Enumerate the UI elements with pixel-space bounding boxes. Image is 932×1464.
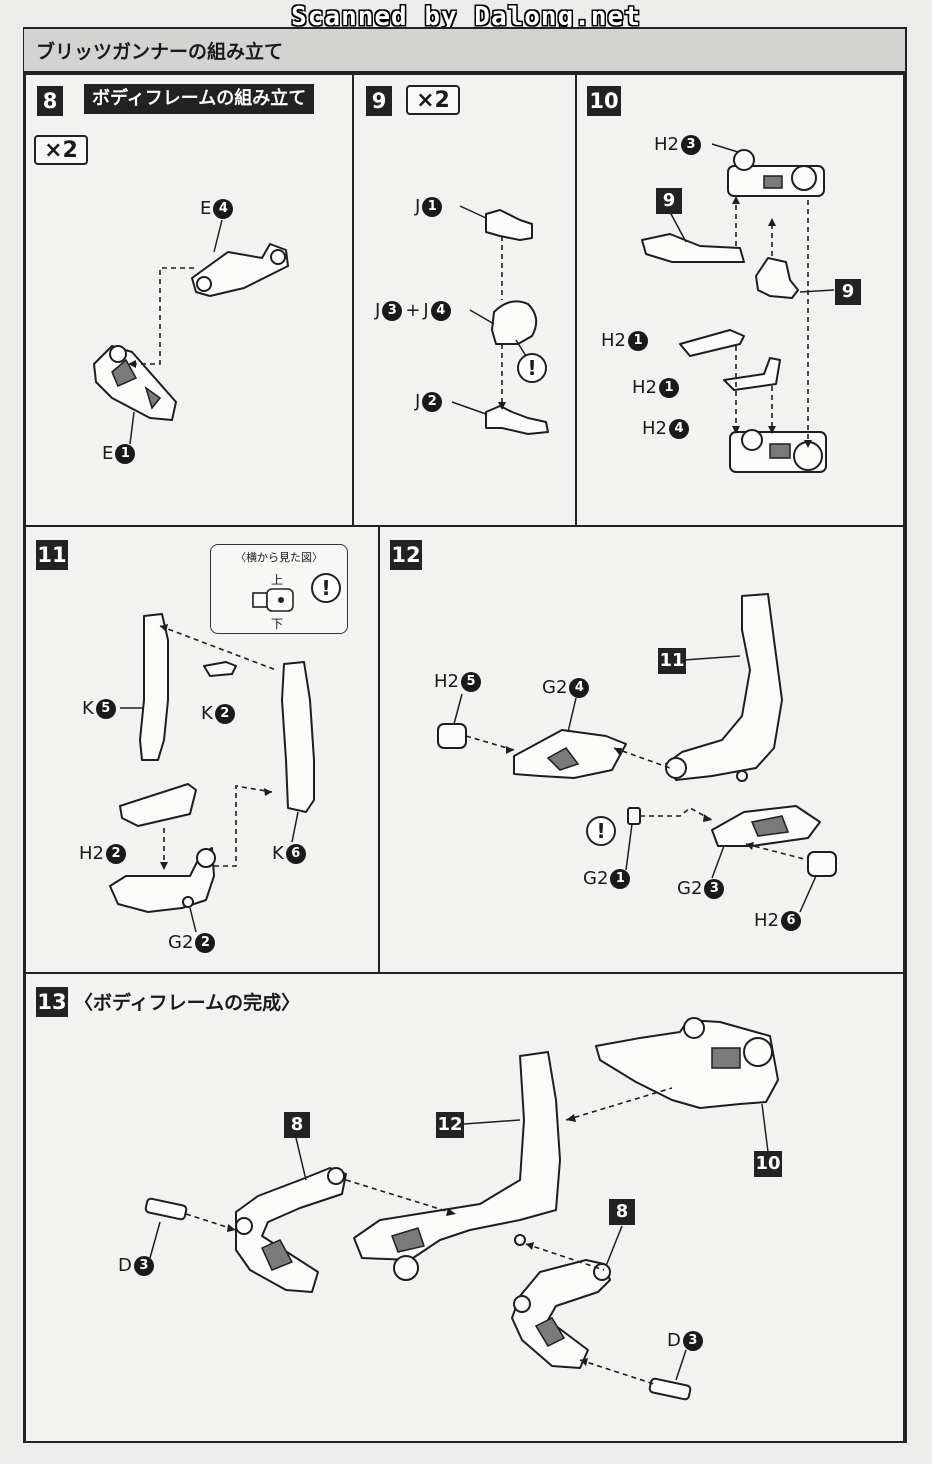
- part-j1-illustration: [459, 205, 533, 241]
- ref-step-9-left: 9: [656, 188, 682, 214]
- step-8-quantity: ×2: [34, 135, 88, 165]
- part-e4-illustration: [191, 219, 289, 297]
- part-9-right-illustration: [755, 257, 835, 299]
- side-view-callout: 〈横から見た図〉 上 下 !: [210, 544, 348, 634]
- part-9-left-illustration: [641, 211, 745, 263]
- callout-top-label: 上: [271, 573, 284, 587]
- caution-icon-step-12: !: [586, 816, 616, 846]
- step-9-quantity: ×2: [406, 85, 460, 115]
- part-e1-illustration: [93, 345, 177, 445]
- part-h2-4-illustration: [729, 429, 827, 473]
- ref-step-8-left: 8: [284, 1112, 310, 1138]
- page-title: ブリッツガンナーの組み立て: [24, 29, 905, 73]
- callout-title: 〈横から見た図〉: [235, 551, 323, 564]
- part-h2-3-illustration: [711, 143, 825, 197]
- part-d3-left-illustration: [144, 1197, 188, 1259]
- step-8-title: ボディフレームの組み立て: [84, 84, 315, 114]
- step-13-number: 13: [36, 987, 68, 1017]
- ref-step-9-right: 9: [835, 279, 861, 305]
- ref-step-12: 12: [436, 1112, 464, 1138]
- step-11-number: 11: [36, 540, 68, 570]
- part-h2-1a-illustration: [679, 329, 745, 357]
- part-k2-illustration: [203, 661, 237, 677]
- step-12-number: 12: [390, 540, 422, 570]
- callout-caution-icon: !: [311, 573, 341, 603]
- part-g2-1-illustration: [625, 807, 641, 871]
- step-8-number: 8: [37, 86, 63, 116]
- part-12-frame-illustration: [353, 1051, 561, 1281]
- panel-step-13: [24, 972, 905, 1443]
- ref-step-8-right: 8: [609, 1199, 635, 1225]
- ref-step-10: 10: [754, 1151, 782, 1177]
- ref-step-11: 11: [658, 648, 686, 674]
- part-h2-6-illustration: [799, 851, 837, 913]
- part-k5-illustration: [120, 613, 169, 761]
- step-9-number: 9: [366, 86, 392, 116]
- part-j2-illustration: [451, 401, 549, 435]
- part-g2-2-illustration: [109, 847, 216, 933]
- part-h2-2-illustration: [119, 783, 197, 827]
- part-8-right-illustration: [511, 1225, 623, 1369]
- part-j3-j4-illustration: [469, 300, 538, 357]
- part-h2-5-illustration: [437, 693, 467, 749]
- part-d3-right-illustration: [648, 1349, 692, 1401]
- part-10-assembly-illustration: [595, 1017, 779, 1153]
- part-h2-1b-illustration: [723, 357, 781, 391]
- step-13-title: 〈ボディフレームの完成〉: [74, 992, 301, 1014]
- part-g2-3-illustration: [711, 805, 821, 879]
- part-11-frame-illustration: [665, 593, 783, 782]
- callout-part-icon: [252, 588, 294, 612]
- callout-bottom-label: 下: [271, 617, 284, 631]
- part-8-left-illustration: [235, 1137, 347, 1293]
- part-g2-4-illustration: [513, 697, 627, 779]
- step-10-number: 10: [587, 86, 621, 116]
- part-k6-illustration: [281, 661, 315, 843]
- caution-icon: !: [517, 353, 547, 383]
